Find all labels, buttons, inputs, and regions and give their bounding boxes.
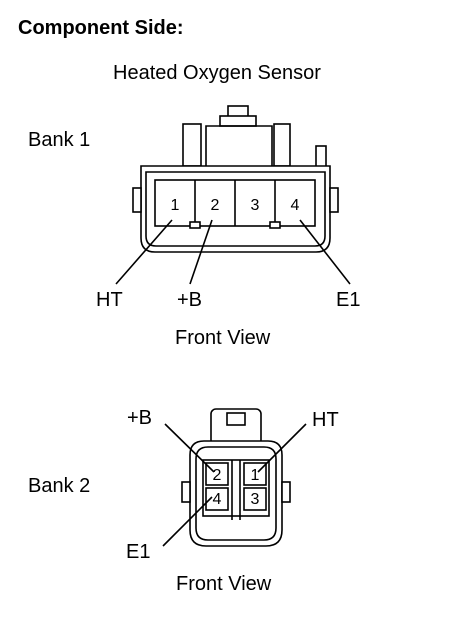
- bank1-latch-base: [219, 115, 257, 127]
- bank1-callout-ht: HT: [96, 289, 123, 311]
- bank2-callout-plus-b: +B: [127, 407, 152, 429]
- bank2-pin-3: 3: [251, 491, 260, 508]
- bank2-leader-e1: [162, 496, 213, 547]
- page-title: Component Side:: [18, 17, 184, 39]
- sensor-name: Heated Oxygen Sensor: [113, 62, 321, 84]
- bank2-pin-2: 2: [213, 467, 222, 484]
- bank2-callout-ht: HT: [312, 409, 339, 431]
- bank1-leader-ht: [115, 219, 173, 285]
- bank1-center-block: [205, 125, 273, 166]
- bank1-leader-e1: [299, 219, 351, 285]
- bank1-pin-1: 1: [171, 197, 180, 214]
- bank2-pin-box-4: [205, 487, 229, 511]
- bank2-leader-ht: [257, 423, 307, 473]
- bank2-pin-box-1: [243, 462, 267, 486]
- bank2-pin-1: 1: [251, 467, 260, 484]
- bank2-pin-box-3: [243, 487, 267, 511]
- bank1-tab-left: [132, 187, 142, 213]
- bank1-label: Bank 1: [28, 129, 90, 151]
- bank1-side-tab: [315, 145, 327, 169]
- bank2-label: Bank 2: [28, 475, 90, 497]
- bank1-lock-mark: [189, 221, 201, 229]
- bank1-rib-right: [273, 123, 291, 167]
- bank2-front-view: Front View: [176, 573, 272, 595]
- bank2-pin-box-2: [205, 462, 229, 486]
- bank2-callout-e1: E1: [126, 541, 150, 563]
- bank1-front-view: Front View: [175, 327, 271, 349]
- bank1-callout-e1: E1: [336, 289, 360, 311]
- bank2-tab-right: [281, 481, 291, 503]
- bank1-housing-inner: [145, 171, 326, 247]
- bank1-lock-mark: [269, 221, 281, 229]
- bank1-pin-3: 3: [251, 197, 260, 214]
- bank2-leader-plus-b: [164, 423, 215, 473]
- bank1-pin-4: 4: [291, 197, 300, 214]
- bank2-pin-4: 4: [213, 491, 222, 508]
- bank1-connector: [132, 105, 339, 253]
- bank1-tab-right: [329, 187, 339, 213]
- bank2-tab-left: [181, 481, 191, 503]
- bank1-leader-plus-b: [189, 219, 213, 285]
- bank2-latch-window: [226, 412, 246, 426]
- bank1-callout-plus-b: +B: [177, 289, 202, 311]
- bank2-connector: [181, 408, 291, 547]
- bank2-housing-inner: [195, 446, 277, 541]
- bank1-pin-2: 2: [211, 197, 220, 214]
- bank1-rib-left: [182, 123, 202, 167]
